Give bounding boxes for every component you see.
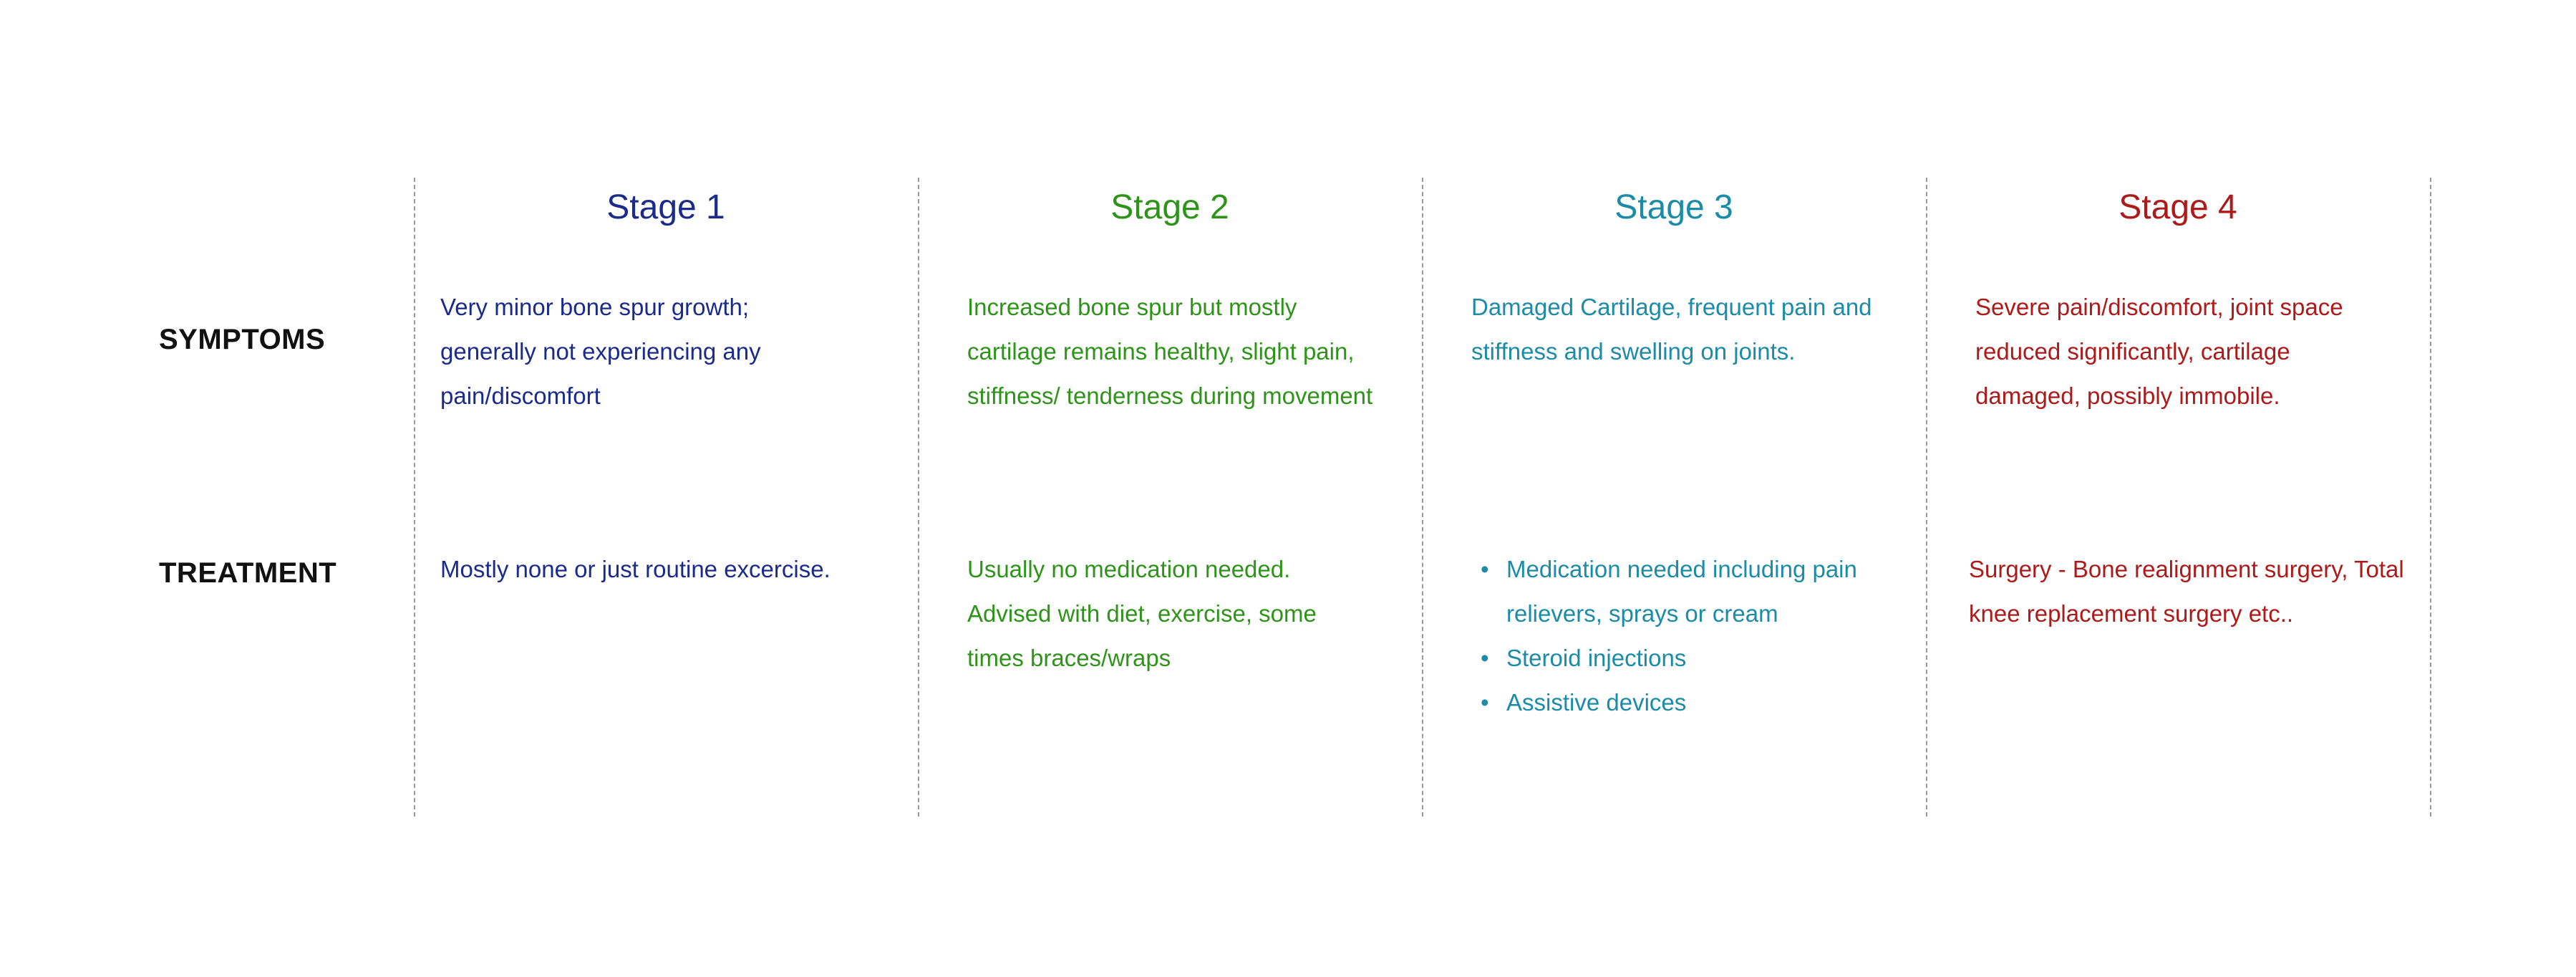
list-item: • Medication needed including pain reliev…	[1472, 547, 1916, 636]
stage-1-title: Stage 1	[606, 188, 725, 226]
stage-4-treatment: Surgery - Bone realignment surgery, Tota…	[1969, 556, 2404, 627]
list-item: • Assistive devices	[1472, 680, 1916, 725]
stage-4-title: Stage 4	[2119, 188, 2237, 226]
stage-2-symptoms: Increased bone spur but mostly cartilage…	[967, 294, 1373, 409]
stage-1-treatment: Mostly none or just routine excercise.	[440, 556, 831, 582]
list-item: • Steroid injections	[1472, 636, 1916, 680]
bullet-icon: •	[1481, 556, 1489, 582]
column-divider	[1422, 178, 1423, 817]
list-item-text: Steroid injections	[1506, 645, 1687, 671]
stage-2-title: Stage 2	[1110, 188, 1229, 226]
bullet-icon: •	[1481, 689, 1489, 716]
list-item-text: Assistive devices	[1506, 689, 1687, 716]
row-label-symptoms: SYMPTOMS	[159, 324, 326, 355]
stage-4-symptoms: Severe pain/discomfort, joint space redu…	[1975, 294, 2343, 409]
list-item-text: Medication needed including pain relieve…	[1506, 556, 1857, 627]
column-divider	[414, 178, 415, 817]
column-divider	[1926, 178, 1927, 817]
bullet-icon: •	[1481, 645, 1489, 671]
stage-2-treatment: Usually no medication needed. Advised wi…	[967, 556, 1317, 671]
stage-1-symptoms: Very minor bone spur growth; generally n…	[440, 294, 761, 409]
column-divider	[918, 178, 919, 817]
column-divider	[2430, 178, 2431, 817]
stage-3-treatment-list: • Medication needed including pain reliev…	[1472, 547, 1916, 725]
row-label-treatment: TREATMENT	[159, 557, 337, 589]
stage-3-title: Stage 3	[1614, 188, 1733, 226]
stage-3-symptoms: Damaged Cartilage, frequent pain and sti…	[1471, 294, 1872, 365]
stage-3-treatment: • Medication needed including pain reliev…	[1472, 547, 1916, 725]
